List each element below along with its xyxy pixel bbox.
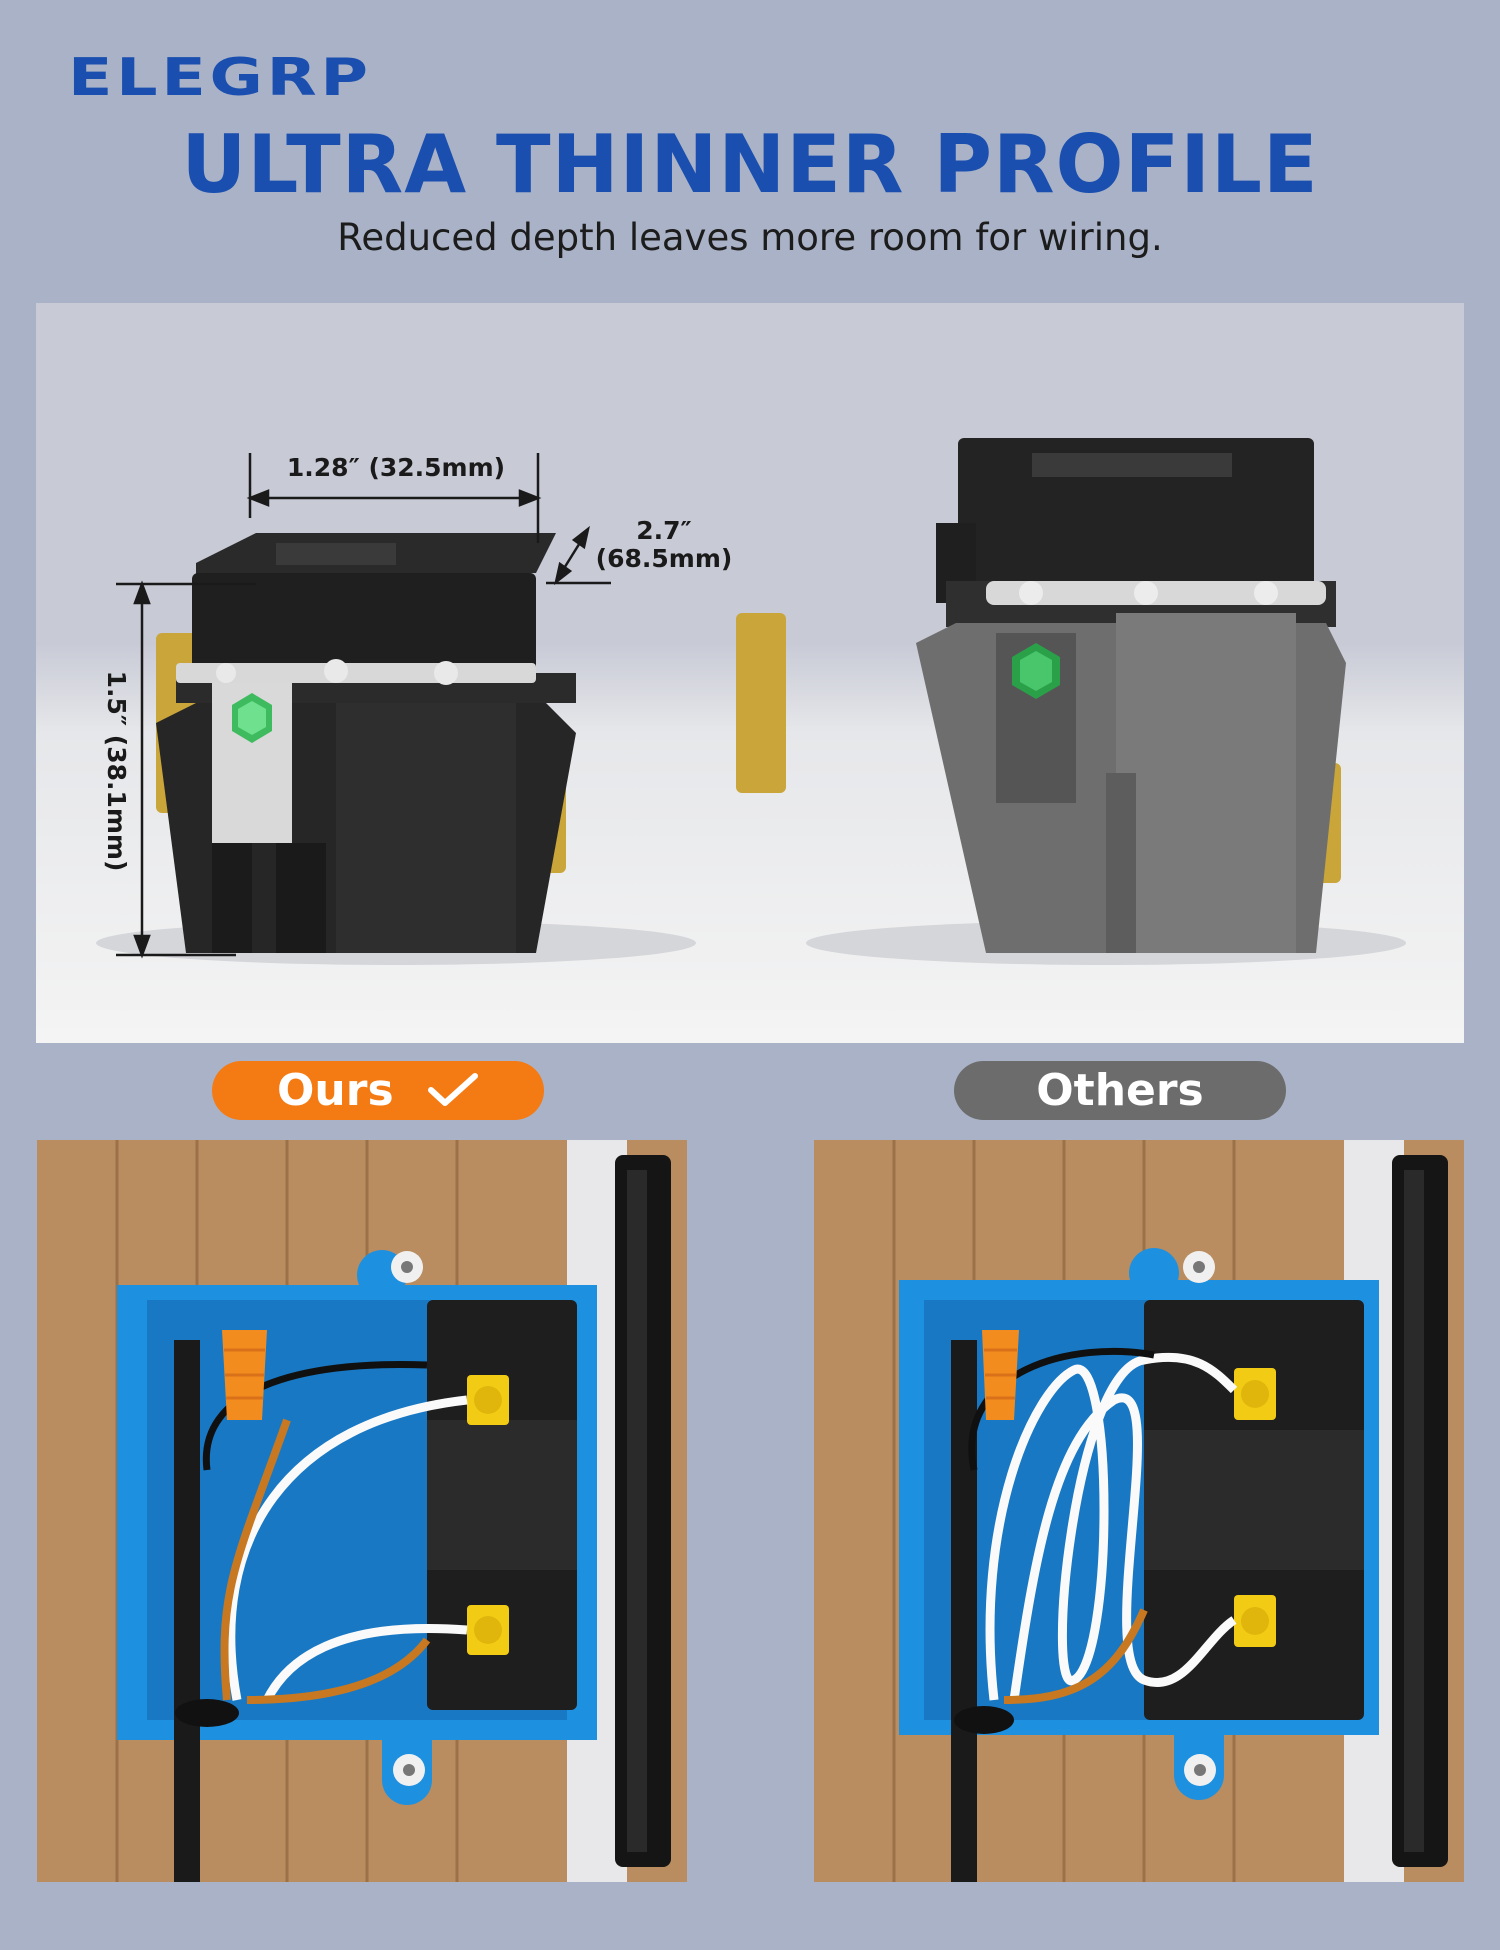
- brand-logo: ELEGRP: [68, 48, 372, 108]
- others-badge: Others: [954, 1061, 1286, 1120]
- ours-badge: Ours: [212, 1061, 544, 1120]
- receptacle-side-comparison-image: 1.28″ (32.5mm) 2.7″ (68.5mm) 1.5″ (38.1m…: [36, 303, 1464, 1043]
- depth-dimension-mm-label: (68.5mm): [596, 544, 733, 573]
- page-subtitle: Reduced depth leaves more room for wirin…: [337, 216, 1163, 259]
- depth-dimension-label: 2.7″: [636, 516, 691, 545]
- ours-label: Ours: [277, 1065, 394, 1116]
- dimension-markers: [116, 453, 611, 959]
- checkmark-icon: [427, 1064, 479, 1123]
- others-junction-box-illustration: [814, 1140, 1464, 1882]
- ours-installed-box-image: [37, 1140, 687, 1882]
- ours-junction-box-illustration: [37, 1140, 687, 1882]
- ours-receptacle: [156, 533, 576, 953]
- receptacle-side-illustration: 1.28″ (32.5mm) 2.7″ (68.5mm) 1.5″ (38.1m…: [96, 438, 1406, 965]
- others-receptacle: [736, 438, 1346, 953]
- others-label: Others: [1036, 1065, 1204, 1116]
- others-installed-box-image: [814, 1140, 1464, 1882]
- page-title: ULTRA THINNER PROFILE: [181, 118, 1319, 211]
- height-dimension-label: 1.5″ (38.1mm): [102, 671, 131, 872]
- width-dimension-label: 1.28″ (32.5mm): [287, 453, 505, 482]
